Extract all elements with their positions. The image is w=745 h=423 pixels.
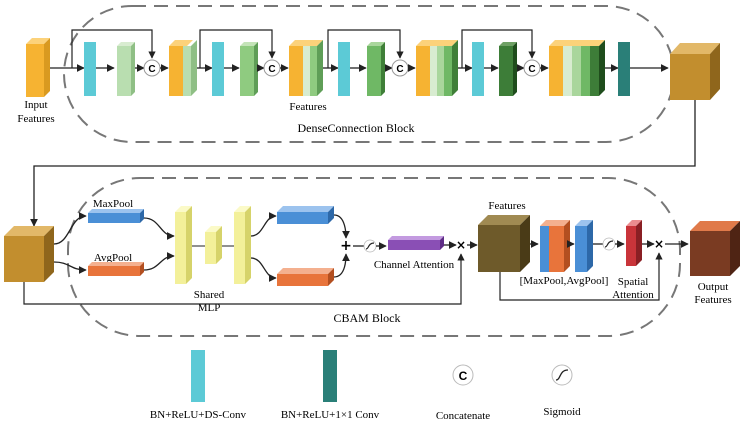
multiply-symbol: × (654, 237, 664, 251)
skip-connection (23, 253, 465, 305)
multiply-symbol: × (456, 238, 466, 252)
cbam-block-outline (67, 177, 681, 337)
spatial-conv-bar (575, 220, 593, 272)
svg-text:C: C (459, 369, 468, 383)
concatenate-node: C (523, 59, 541, 77)
conv-output-map (367, 42, 385, 96)
pool-concat-stack (540, 220, 570, 272)
ds-conv-bar (338, 42, 350, 96)
mlp-output-max-bar (277, 206, 334, 224)
dense-block-title: DenseConnection Block (298, 121, 415, 135)
concatenate-node: C (143, 59, 161, 77)
mlp-output-avg-bar (277, 268, 334, 286)
cbam-block-title: CBAM Block (333, 311, 400, 325)
avgpool-bar (88, 262, 144, 276)
input-label-line1: Input (24, 99, 47, 111)
concat-feature-stack (416, 40, 458, 96)
conv-output-map (240, 42, 258, 96)
ds-conv-bar (84, 42, 96, 96)
maxpool-label: MaxPool (93, 198, 133, 210)
conv-output-map (117, 42, 135, 96)
conv-output-map (499, 42, 517, 96)
legend-label-1x1-conv: BN+ReLU+1×1 Conv (281, 409, 380, 421)
dense-output-cube (670, 43, 720, 100)
sigmoid-icon (551, 364, 573, 386)
legend-label-ds-conv: BN+ReLU+DS-Conv (150, 409, 247, 421)
spatial-label-line2: Attention (612, 289, 654, 301)
legend-dark-teal-bar (323, 350, 337, 402)
output-label-line2: Features (694, 294, 731, 306)
channel-attention-label: Channel Attention (374, 259, 455, 271)
legend-light-teal-bar (191, 350, 205, 402)
ds-conv-bar (472, 42, 484, 96)
concat-feature-stack (549, 40, 605, 96)
shared-mlp (175, 206, 251, 284)
concat-feature-stack (289, 40, 323, 96)
features-label: Features (289, 101, 326, 113)
cbam-input-cube (4, 226, 54, 282)
ds-conv-bar (212, 42, 224, 96)
conv1x1-bar (618, 42, 630, 96)
concat-feature-stack (169, 40, 197, 96)
sigmoid-icon (602, 237, 616, 251)
mlp-label-line2: MLP (198, 302, 221, 314)
concatenate-node: C (263, 59, 281, 77)
sigmoid-icon (363, 239, 377, 253)
input-label-line2: Features (17, 113, 54, 125)
legend: BN+ReLU+DS-Conv BN+ReLU+1×1 Conv C Conca… (150, 350, 581, 422)
concatenate-icon: C (452, 364, 474, 386)
channel-attention-bar (388, 236, 444, 250)
input-feature-map (26, 38, 50, 97)
avgpool-label: AvgPool (94, 252, 132, 264)
spatial-label-line1: Spatial (618, 276, 649, 288)
mlp-label-line1: Shared (194, 289, 225, 301)
output-label-line1: Output (698, 281, 729, 293)
svg-text:C: C (268, 64, 275, 75)
svg-text:C: C (396, 64, 403, 75)
output-feature-cube (690, 221, 740, 276)
legend-label-concatenate: Concatenate (436, 410, 490, 422)
spatial-attention-bar (626, 220, 642, 266)
spatial-skip-connection (499, 252, 663, 301)
concatenate-node: C (391, 59, 409, 77)
pool-concat-label: [MaxPool,AvgPool] (520, 275, 609, 287)
legend-label-sigmoid: Sigmoid (543, 406, 581, 418)
add-symbol: + (340, 238, 352, 254)
cbam-features-label: Features (488, 200, 525, 212)
refined-feature-cube (478, 215, 530, 272)
svg-text:C: C (528, 64, 535, 75)
maxpool-bar (88, 209, 144, 223)
svg-text:C: C (148, 64, 155, 75)
connector-arrow (30, 100, 696, 227)
